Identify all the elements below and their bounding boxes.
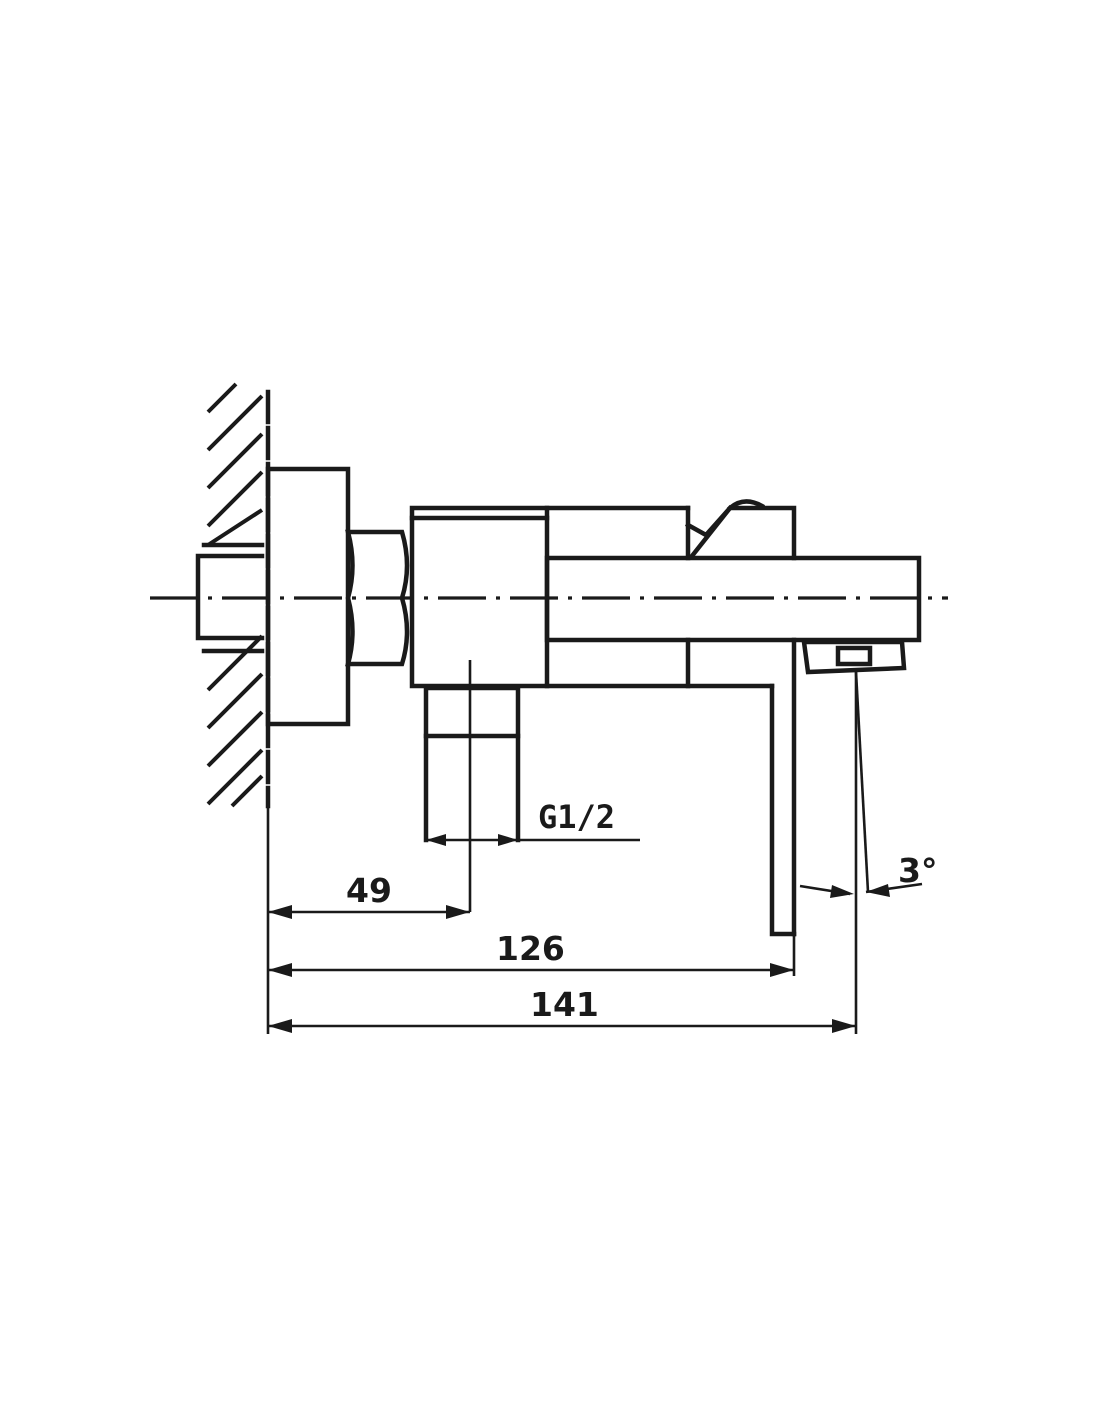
- dimension-141-label: 141: [530, 985, 599, 1024]
- outlet-connector: [423, 660, 521, 912]
- dimension-126: 126: [268, 929, 794, 977]
- angle-label: 3°: [898, 851, 937, 890]
- dimension-49-label: 49: [346, 871, 392, 910]
- dimension-126-label: 126: [496, 929, 565, 968]
- extension-lines: [266, 671, 870, 1034]
- lever-handle: [769, 683, 797, 937]
- thread-callout: G1/2: [426, 798, 640, 846]
- dimension-49: 49: [268, 871, 470, 919]
- cartridge-housing: [684, 499, 797, 937]
- dimension-141: 141: [268, 985, 856, 1033]
- angle-callout: 3°: [799, 851, 937, 898]
- wall-hatching: [206, 382, 264, 808]
- hex-nut: [345, 529, 410, 667]
- thread-label: G1/2: [538, 798, 615, 836]
- aerator: [801, 639, 907, 675]
